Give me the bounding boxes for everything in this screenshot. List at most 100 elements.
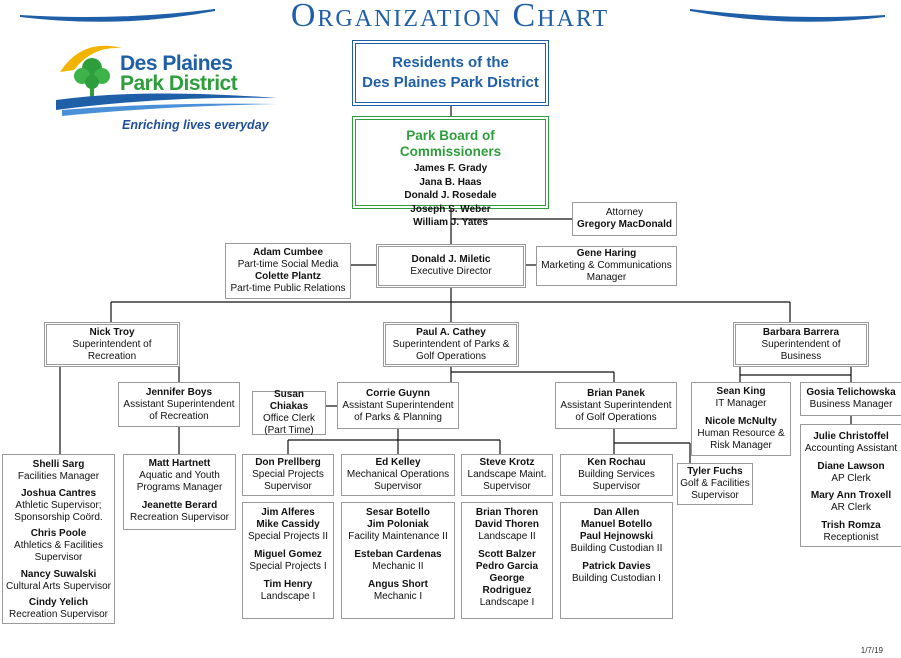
cathey-role-1: Superintendent of Parks & (392, 338, 510, 350)
board-member: Jana B. Haas (419, 176, 482, 188)
hartnett-role-1: Aquatic and Youth (139, 470, 220, 481)
landscape-supervisor-box: Steve Krotz Landscape Maint. Supervisor (461, 454, 553, 496)
business-staff-box: Julie Christoffel Accounting Assistant D… (800, 424, 901, 547)
hartnett-role-2: Programs Manager (136, 482, 223, 493)
lawson-role: AP Clerk (831, 472, 871, 484)
troy-role-1: Superintendent of (72, 338, 152, 350)
king-name: Sean King (716, 386, 766, 397)
haring-role-1: Marketing & Communications (541, 260, 672, 271)
asst-parks-box: Corrie Guynn Assistant Superintendent of… (337, 382, 459, 429)
troxell-name: Mary Ann Troxell (810, 490, 892, 502)
poloniak-name: Jim Poloniak (367, 519, 429, 530)
mcnulty-role-1: Human Resource & (697, 428, 785, 439)
special-projects-team-box: Jim Alferes Mike Cassidy Special Project… (242, 502, 334, 619)
mechanic-ii-role: Mechanic II (372, 561, 424, 572)
telichowska-name: Gosia Telichowska (806, 387, 896, 398)
berard-name: Jeanette Berard (141, 500, 218, 511)
rochau-role-2: Supervisor (592, 481, 641, 492)
logo-tagline: Enriching lives everyday (122, 118, 269, 132)
garcia-name: Pedro Garcia (475, 561, 539, 572)
poole-name: Chris Poole (30, 528, 87, 539)
attorney-name: Gregory MacDonald (576, 219, 673, 230)
landscape-i-role: Landscape I (479, 597, 535, 608)
mcnulty-role-2: Risk Manager (710, 440, 772, 451)
cantres-role-2: Sponsorship Coörd. (14, 511, 103, 523)
executive-director-box: Donald J. Miletic Executive Director (376, 244, 526, 288)
cantres-role-1: Athletic Supervisor; (15, 499, 102, 511)
berard-role: Recreation Supervisor (130, 512, 229, 523)
romza-name: Trish Romza (821, 520, 881, 532)
haring-name: Gene Haring (576, 248, 637, 259)
special-projects-supervisor-box: Don Prellberg Special Projects Superviso… (242, 454, 334, 496)
krotz-name: Steve Krotz (479, 457, 535, 468)
suwalski-name: Nancy Suwalski (20, 568, 97, 580)
recreation-staff-box: Shelli Sarg Facilities Manager Joshua Ca… (2, 454, 115, 624)
lawson-name: Diane Lawson (817, 460, 885, 472)
marketing-box: Gene Haring Marketing & Communications M… (536, 246, 677, 286)
mechanic-i-role: Mechanic I (373, 591, 423, 602)
special-projects-i-role: Special Projects I (249, 561, 327, 572)
fuchs-role-2: Supervisor (691, 490, 739, 501)
chiakas-name: Susan Chiakas (269, 389, 309, 412)
board-member: Joseph S. Weber (410, 203, 491, 215)
attorney-role: Attorney (605, 207, 644, 218)
logo-line-1: Des Plaines (120, 52, 233, 75)
panek-role-1: Assistant Superintendent (560, 399, 672, 411)
fuchs-name: Tyler Fuchs (687, 466, 743, 477)
cassidy-name: Mike Cassidy (256, 519, 320, 530)
revision-date: 1/7/19 (860, 646, 883, 655)
board-box: Park Board of Commissioners James F. Gra… (352, 116, 549, 228)
golf-facilities-supervisor-box: Tyler Fuchs Golf & Facilities Supervisor (677, 463, 753, 505)
guynn-name: Corrie Guynn (366, 387, 430, 399)
christoffel-name: Julie Christoffel (813, 431, 889, 442)
henry-name: Tim Henry (263, 579, 313, 590)
landscape-ii-role: Landscape II (478, 531, 536, 542)
plantz-role: Part-time Public Relations (230, 283, 346, 294)
sarg-role: Facilities Manager (17, 471, 100, 482)
superintendent-recreation-box: Nick Troy Superintendent of Recreation (44, 322, 180, 367)
yelich-role: Recreation Supervisor (9, 609, 108, 620)
cathey-name: Paul A. Cathey (416, 326, 486, 338)
cardenas-name: Esteban Cardenas (354, 549, 442, 560)
cantres-name: Joshua Cantres (20, 487, 97, 499)
asst-golf-box: Brian Panek Assistant Superintendent of … (555, 382, 677, 429)
prellberg-role-1: Special Projects (252, 469, 324, 480)
rochau-role-1: Building Services (578, 469, 655, 480)
board-member: Donald J. Rosedale (404, 190, 497, 201)
suwalski-role: Cultural Arts Supervisor (5, 580, 112, 592)
guynn-role-2: of Parks & Planning (354, 411, 442, 423)
asst-recreation-box: Jennifer Boys Assistant Superintendent o… (118, 382, 240, 427)
residents-line-2: Des Plaines Park District (362, 74, 539, 91)
rodriguez-name: George Rodriguez (482, 573, 532, 596)
left-swoosh (20, 9, 215, 22)
troxell-role: AR Clerk (830, 502, 871, 514)
troy-name: Nick Troy (89, 326, 135, 338)
mechanical-supervisor-box: Ed Kelley Mechanical Operations Supervis… (341, 454, 455, 496)
plantz-name: Colette Plantz (254, 271, 322, 282)
brian-thoren-name: Brian Thoren (475, 507, 539, 518)
barrera-role-2: Business (780, 350, 822, 362)
king-role: IT Manager (715, 398, 767, 409)
gomez-name: Miguel Gomez (254, 549, 322, 560)
manuel-botello-name: Manuel Botello (580, 519, 653, 530)
custodian-i-role: Building Custodian I (572, 573, 661, 584)
davies-name: Patrick Davies (582, 561, 651, 572)
panek-role-2: of Golf Operations (575, 411, 657, 423)
krotz-role-2: Supervisor (483, 481, 531, 492)
facility-maintenance-role: Facility Maintenance II (348, 531, 448, 542)
david-thoren-name: David Thoren (475, 519, 539, 530)
board-member: William J. Yates (413, 217, 488, 228)
prellberg-role-2: Supervisor (264, 481, 312, 492)
aquatics-box: Matt Hartnett Aquatic and Youth Programs… (123, 454, 236, 530)
allen-name: Dan Allen (593, 507, 640, 518)
kelley-name: Ed Kelley (375, 457, 421, 468)
sarg-name: Shelli Sarg (32, 459, 85, 470)
right-swoosh (690, 9, 885, 22)
boys-role-1: Assistant Superintendent (123, 398, 235, 410)
office-clerk-box: Susan Chiakas Office Clerk (Part Time) (252, 389, 326, 436)
residents-line-1: Residents of the (392, 54, 509, 71)
chiakas-role-1: Office Clerk (262, 413, 316, 424)
krotz-role-1: Landscape Maint. (467, 469, 547, 480)
director-role: Executive Director (410, 266, 492, 277)
special-projects-ii-role: Special Projects II (247, 531, 329, 542)
